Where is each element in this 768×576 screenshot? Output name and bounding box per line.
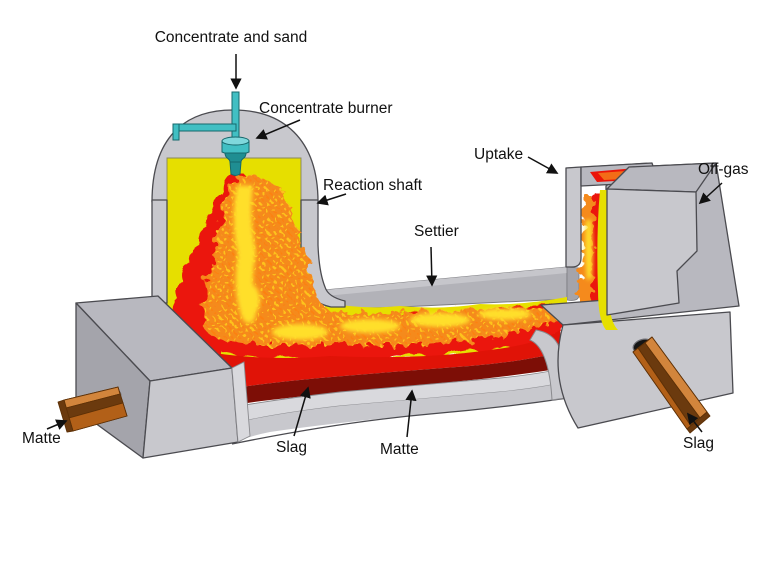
concentrate-burner [172, 91, 250, 176]
flame [169, 172, 606, 359]
arrow-settier [426, 246, 438, 287]
settler-right-end-wall [529, 329, 566, 401]
slag-layer [196, 330, 562, 392]
arrow-off-gas [698, 182, 723, 205]
annotation-arrows [46, 54, 723, 438]
label-slag-right: Slag [683, 435, 715, 452]
arrow-matte-left [46, 419, 68, 430]
settler-left-end [75, 295, 251, 459]
label-off-gas: Off-gas [698, 161, 749, 178]
off-gas-duct [606, 162, 717, 316]
arrow-concentrate-burner [255, 119, 301, 140]
label-slag-mid: Slag [276, 439, 308, 456]
arrow-slag-right [686, 412, 703, 433]
arrow-uptake [527, 156, 559, 174]
label-matte-left: Matte [22, 430, 61, 447]
matte-layer [210, 352, 564, 410]
label-settier: Settier [414, 223, 459, 240]
label-concentrate-and-sand: Concentrate and sand [154, 29, 308, 46]
arrow-reaction-shaft [316, 193, 347, 206]
matte-launder [57, 386, 128, 433]
bath-lining-line [219, 336, 549, 361]
label-matte-mid: Matte [380, 441, 419, 458]
concentrate-feed-pipe [231, 91, 240, 141]
flame-core [233, 185, 593, 340]
arrow-slag-mid [293, 386, 311, 437]
label-concentrate-burner: Concentrate burner [259, 100, 393, 117]
slag-launder [632, 336, 711, 434]
label-uptake: Uptake [474, 146, 524, 163]
label-reaction-shaft: Reaction shaft [323, 177, 423, 194]
arrow-matte-mid [405, 389, 417, 438]
